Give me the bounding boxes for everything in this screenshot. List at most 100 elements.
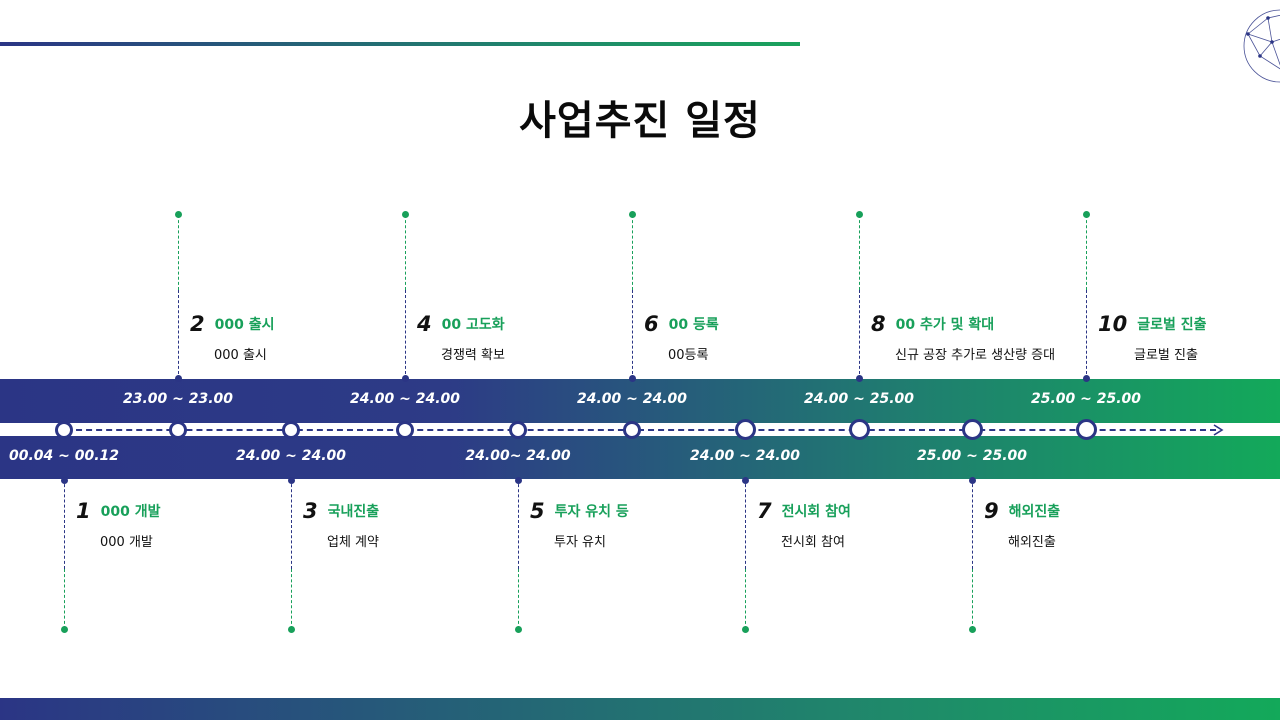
connector-end-dot <box>1083 211 1090 218</box>
milestone-detail: 00등록 <box>668 348 709 363</box>
connector-end-dot <box>515 626 522 633</box>
timeline-axis <box>66 429 1216 431</box>
milestone-number: 9 <box>984 499 999 523</box>
page-title: 사업추진 일정 <box>519 98 761 144</box>
connector-line <box>518 479 519 569</box>
connector-line <box>632 290 633 379</box>
top-accent-rule <box>0 42 800 46</box>
milestone-number: 5 <box>530 499 545 523</box>
connector-line <box>972 479 973 569</box>
connector-base-dot <box>742 477 749 484</box>
milestone-detail: 글로벌 진출 <box>1134 348 1198 363</box>
connector-line <box>745 569 746 629</box>
connector-end-dot <box>856 211 863 218</box>
milestone-date: 25.00 ~ 25.00 <box>1030 391 1142 407</box>
milestone-detail: 신규 공장 추가로 생산량 증대 <box>895 348 1056 363</box>
milestone-number: 3 <box>303 499 318 523</box>
milestone-number: 10 <box>1098 312 1128 336</box>
milestone-heading: 전시회 참여 <box>781 504 851 520</box>
connector-base-dot <box>629 375 636 382</box>
connector-line <box>1086 290 1087 379</box>
connector-end-dot <box>288 626 295 633</box>
milestone-detail: 전시회 참여 <box>781 535 845 550</box>
milestone-date: 23.00 ~ 23.00 <box>122 391 234 407</box>
milestone-heading: 해외진출 <box>1008 504 1061 520</box>
milestone-date: 24.00 ~ 24.00 <box>235 448 347 464</box>
connector-line <box>1086 215 1087 290</box>
milestone-number: 1 <box>76 499 91 523</box>
milestone-detail: 경쟁력 확보 <box>441 348 505 363</box>
milestone-date: 00.04 ~ 00.12 <box>8 448 120 464</box>
connector-line <box>518 569 519 629</box>
milestone-heading: 00 고도화 <box>441 317 505 333</box>
connector-base-dot <box>515 477 522 484</box>
network-globe-icon <box>1243 9 1280 83</box>
connector-line <box>972 569 973 629</box>
timeline-node <box>734 419 756 440</box>
milestone-label: 1 000 개발 <box>76 499 160 523</box>
connector-line <box>745 479 746 569</box>
milestone-detail: 업체 계약 <box>327 535 379 550</box>
milestone-heading: 00 추가 및 확대 <box>895 317 995 333</box>
timeline-node <box>509 421 527 439</box>
milestone-detail: 해외진출 <box>1008 535 1056 550</box>
connector-line <box>632 215 633 290</box>
timeline-node <box>848 419 870 440</box>
milestone-detail: 000 개발 <box>100 535 153 550</box>
milestone-date: 24.00 ~ 24.00 <box>689 448 801 464</box>
timeline-node <box>169 421 187 439</box>
milestone-heading: 00 등록 <box>668 317 719 333</box>
connector-end-dot <box>175 211 182 218</box>
milestone-label: 10 글로벌 진출 <box>1098 312 1207 336</box>
connector-line <box>405 290 406 379</box>
milestone-heading: 투자 유치 등 <box>554 504 629 520</box>
milestone-label: 5 투자 유치 등 <box>530 499 629 523</box>
connector-line <box>859 215 860 290</box>
connector-end-dot <box>969 626 976 633</box>
connector-line <box>405 215 406 290</box>
milestone-heading: 000 출시 <box>214 317 275 333</box>
connector-base-dot <box>175 375 182 382</box>
milestone-heading: 국내진출 <box>327 504 380 520</box>
milestone-number: 8 <box>871 312 886 336</box>
connector-line <box>291 479 292 569</box>
milestone-number: 7 <box>757 499 772 523</box>
milestone-label: 8 00 추가 및 확대 <box>871 312 994 336</box>
milestone-detail: 000 출시 <box>214 348 267 363</box>
milestone-label: 3 국내진출 <box>303 499 379 523</box>
connector-line <box>64 479 65 569</box>
timeline-node <box>623 421 641 439</box>
milestone-label: 6 00 등록 <box>644 312 719 336</box>
connector-line <box>291 569 292 629</box>
milestone-heading: 글로벌 진출 <box>1137 317 1207 333</box>
milestone-label: 9 해외진출 <box>984 499 1060 523</box>
connector-line <box>178 290 179 379</box>
milestone-date: 24.00 ~ 24.00 <box>576 391 688 407</box>
connector-end-dot <box>742 626 749 633</box>
connector-base-dot <box>856 375 863 382</box>
milestone-number: 6 <box>644 312 659 336</box>
connector-end-dot <box>402 211 409 218</box>
timeline-node <box>1075 419 1097 440</box>
timeline-node <box>961 419 983 440</box>
connector-line <box>859 290 860 379</box>
arrow-right-icon <box>1213 424 1224 436</box>
connector-line <box>64 569 65 629</box>
connector-base-dot <box>1083 375 1090 382</box>
milestone-label: 7 전시회 참여 <box>757 499 851 523</box>
milestone-date: 25.00 ~ 25.00 <box>916 448 1028 464</box>
milestone-date: 24.00 ~ 25.00 <box>803 391 915 407</box>
timeline-node <box>396 421 414 439</box>
connector-end-dot <box>61 626 68 633</box>
milestone-date: 24.00 ~ 24.00 <box>349 391 461 407</box>
bottom-accent-bar <box>0 698 1280 720</box>
connector-base-dot <box>969 477 976 484</box>
connector-end-dot <box>629 211 636 218</box>
milestone-heading: 000 개발 <box>100 504 161 520</box>
milestone-detail: 투자 유치 <box>554 535 606 550</box>
connector-base-dot <box>402 375 409 382</box>
milestone-date: 24.00~ 24.00 <box>465 448 571 464</box>
connector-base-dot <box>288 477 295 484</box>
